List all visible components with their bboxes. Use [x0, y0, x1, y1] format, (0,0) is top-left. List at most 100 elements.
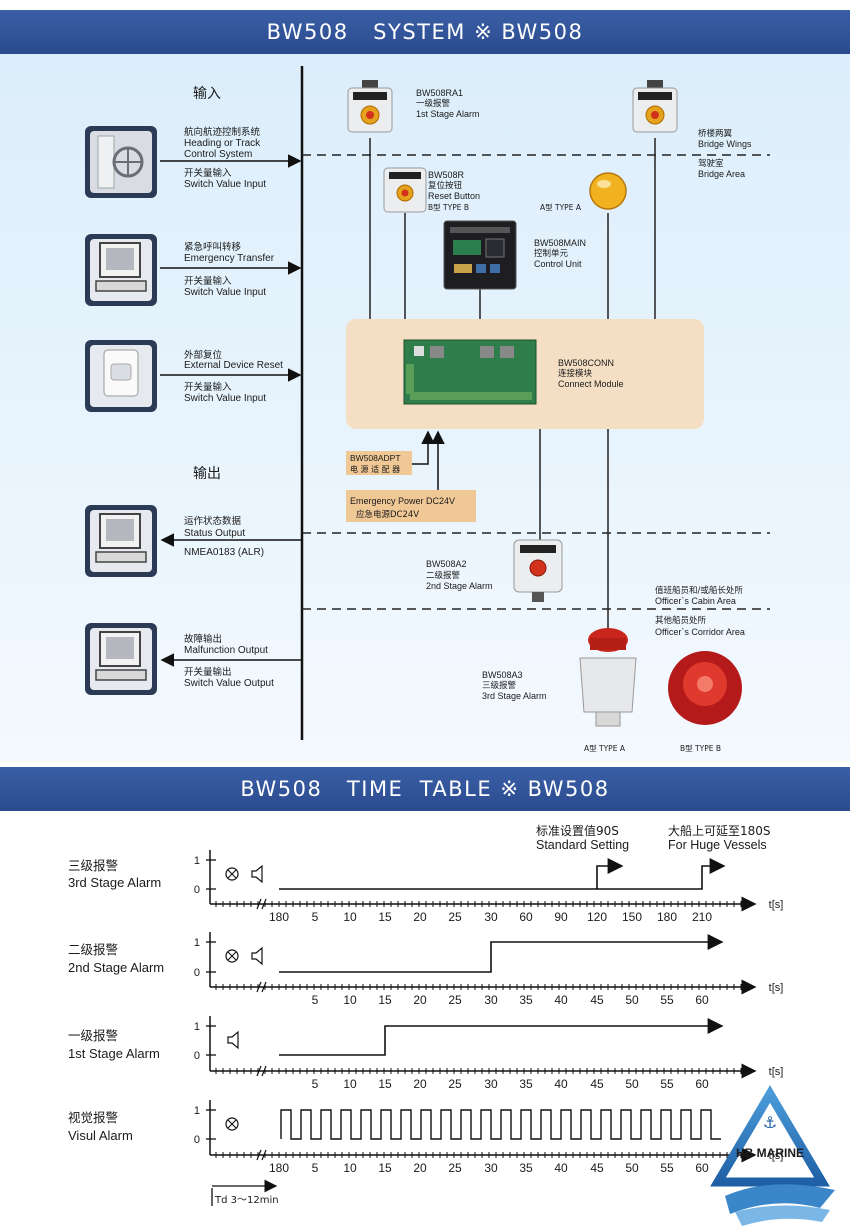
input-3-zh2: 开关量输入	[184, 381, 232, 393]
computer-icon-malfunction	[85, 623, 157, 695]
input-1-en2: Control System	[184, 149, 252, 160]
tick-label: 40	[554, 993, 568, 1007]
signal-1st	[279, 1018, 724, 1056]
tick-label: 180	[269, 1161, 289, 1175]
lamp-icon-cross	[227, 951, 237, 961]
power-zh: 应急电源DC24V	[356, 509, 419, 520]
output-2-zh2: 开关量输出	[184, 666, 232, 678]
header-sep: ※	[474, 20, 494, 44]
header2-left: BW508	[240, 777, 323, 801]
tick-label: 55	[660, 993, 674, 1007]
tick-label: 45	[590, 1077, 604, 1091]
control-unit-icon	[443, 220, 517, 290]
row-visual-zh: 视觉报警	[68, 1110, 118, 1125]
a3-typeb: B型 TYPE B	[680, 744, 721, 753]
tick-label: 5	[312, 910, 319, 924]
adpt-zh: 电 源 适 配 器	[350, 464, 400, 474]
tick-label: 50	[625, 993, 639, 1007]
lamp-icon	[225, 867, 239, 881]
adpt-code: BW508ADPT	[350, 453, 401, 463]
header2-right: BW508	[527, 777, 610, 801]
tick-label: 60	[695, 1077, 709, 1091]
r-zh: 复位按钮	[428, 180, 463, 191]
header2-middle: TIME TABLE	[346, 777, 493, 801]
lamp-icon	[225, 1117, 239, 1131]
tick-label: 50	[625, 1161, 639, 1175]
tick-label: 180	[657, 910, 677, 924]
output-2-en1: Malfunction Output	[184, 645, 268, 656]
row-3rd-en: 3rd Stage Alarm	[68, 875, 161, 890]
note-huge-zh: 大船上可延至180S	[668, 824, 771, 838]
area-3-en: Officer`s Cabin Area	[655, 596, 736, 606]
tick-label: 20	[413, 1077, 427, 1091]
logo-text: HB MARINE	[736, 1146, 804, 1160]
note-standard-en: Standard Setting	[536, 838, 629, 852]
header2-sep: ※	[500, 777, 520, 801]
lamp-icon-cross	[227, 1119, 237, 1129]
output-2-en2: Switch Value Output	[184, 678, 274, 689]
outputs-heading: 输出	[193, 466, 221, 482]
timetable-header: BW508 TIME TABLE ※ BW508	[0, 767, 850, 811]
output-1-zh: 运作状态数据	[184, 515, 242, 527]
adapter-box	[346, 451, 412, 475]
axis-unit-label: t[s]	[769, 1066, 784, 1078]
ra1-code: BW508RA1	[416, 88, 463, 98]
axis-unit-label: t[s]	[769, 899, 784, 911]
horn-icon	[227, 1030, 239, 1050]
tick-label: 25	[448, 910, 462, 924]
tick-label: 20	[413, 910, 427, 924]
input-1-en1: Heading or Track	[184, 138, 261, 149]
tick-label: 5	[312, 1161, 319, 1175]
timing-diagram-svg: 标准设置值90S Standard Setting 大船上可延至180S For…	[68, 823, 835, 1226]
level-zero-label: 0	[194, 967, 200, 979]
area-2-zh: 驾驶室	[698, 158, 724, 169]
tick-label: 30	[484, 1077, 498, 1091]
input-2-en1: Emergency Transfer	[184, 253, 275, 264]
area-1-en: Bridge Wings	[698, 139, 752, 149]
system-diagram-svg: 输入 输出 航向航迹控	[85, 66, 770, 753]
tick-label: 120	[587, 910, 607, 924]
level-one-label: 1	[194, 855, 200, 867]
axis-break	[256, 898, 267, 910]
signal-visual	[280, 1109, 721, 1140]
svg-text:⚓: ⚓	[763, 1113, 777, 1132]
level-zero-label: 0	[194, 884, 200, 896]
input-2-zh: 紧急呼叫转移	[184, 241, 242, 253]
axis-break	[256, 1065, 267, 1077]
tick-label: 180	[269, 910, 289, 924]
input-3-zh: 外部复位	[184, 349, 223, 361]
input-3-en3: Switch Value Input	[184, 393, 266, 404]
signal-3rd-standard	[279, 858, 624, 890]
header-middle: SYSTEM	[373, 20, 466, 44]
sensor-icon	[85, 340, 157, 412]
timing-diagram: 标准设置值90S Standard Setting 大船上可延至180S For…	[0, 811, 850, 1232]
tick-label: 10	[343, 1161, 357, 1175]
tick-label: 20	[413, 993, 427, 1007]
a3-zh: 三级报警	[482, 680, 517, 691]
main-zh: 控制单元	[534, 248, 569, 259]
input-2-zh2: 开关量输入	[184, 275, 232, 287]
system-diagram: 输入 输出 航向航迹控	[0, 54, 850, 762]
horn-icon	[251, 864, 263, 884]
level-zero-label: 0	[194, 1050, 200, 1062]
tick-label: 60	[695, 993, 709, 1007]
conn-code: BW508CONN	[558, 358, 614, 368]
r-typea: A型 TYPE A	[540, 203, 582, 212]
tick-label: 10	[343, 993, 357, 1007]
axis-break	[256, 981, 267, 993]
axis-break	[256, 1149, 267, 1161]
computer-icon	[85, 234, 157, 306]
area-3-zh: 值班船员和/或船长处所	[655, 585, 743, 596]
a2-zh: 二级报警	[426, 570, 461, 581]
a2-code: BW508A2	[426, 559, 467, 569]
tick-label: 25	[448, 1077, 462, 1091]
row-2nd-zh: 二级报警	[68, 942, 118, 957]
tick-label: 30	[484, 910, 498, 924]
tick-label: 45	[590, 993, 604, 1007]
level-zero-label: 0	[194, 1134, 200, 1146]
computer-icon-status	[85, 505, 157, 577]
level-one-label: 1	[194, 1021, 200, 1033]
stage3-alarm-icon	[579, 628, 637, 727]
a3-typea: A型 TYPE A	[584, 744, 626, 753]
header-right: BW508	[501, 20, 584, 44]
